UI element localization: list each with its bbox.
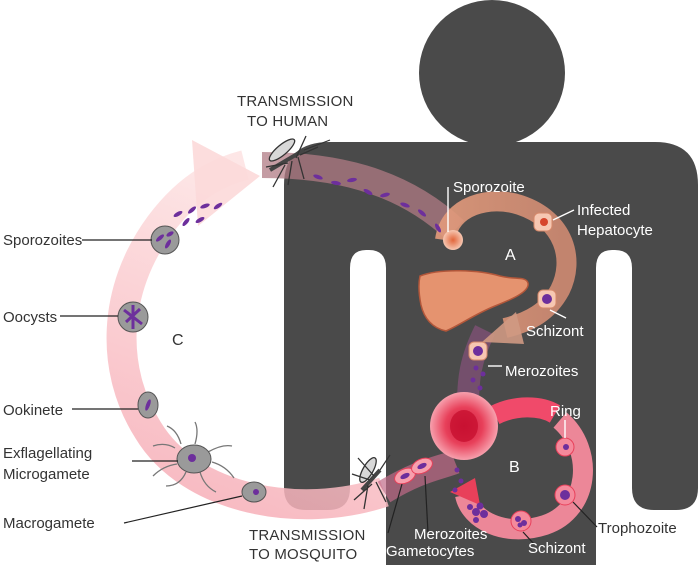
exflagellating-label-line1: Exflagellating: [3, 445, 92, 462]
macrogamete-label: Macrogamete: [3, 515, 95, 532]
ookinete-label: Ookinete: [3, 402, 63, 419]
ring-label: Ring: [550, 403, 581, 420]
trophozoite-label: Trophozoite: [598, 520, 677, 537]
gametocytes-label: Gametocytes: [386, 543, 474, 560]
sporozoite-dashes: [313, 174, 442, 233]
sporozoite-label: Sporozoite: [453, 179, 525, 196]
ookinete-cell: [137, 391, 159, 419]
blood-merozoites-cluster: [467, 502, 488, 523]
sporozoites-label: Sporozoites: [3, 232, 82, 249]
transmission-human-label-line2: TO HUMAN: [247, 113, 328, 130]
gametocyte-cells: [394, 457, 433, 485]
liver-merozoites-label: Merozoites: [505, 363, 578, 380]
free-merozoites: [452, 467, 464, 493]
blood-cycle: [450, 397, 593, 540]
infected-hepatocyte-label-line2: Hepatocyte: [577, 222, 653, 239]
blood-merozoites-label: Merozoites: [414, 526, 487, 543]
liver-icon: [418, 270, 529, 332]
transmission-human-label-line1: TRANSMISSION: [237, 93, 354, 110]
mosquito-icon: [265, 135, 331, 188]
hepatic-cycle: [435, 191, 577, 344]
oocysts-label: Oocysts: [3, 309, 57, 326]
ring-stage-cell: [555, 437, 575, 457]
liver-schizont-cell: [537, 289, 557, 309]
salivary-sporozoites: [173, 202, 223, 227]
trophozoite-cell: [554, 484, 576, 506]
mosquito-icon: [351, 454, 391, 510]
exflagellating-microgamete-cell: [152, 421, 235, 493]
blood-schizont-label: Schizont: [528, 540, 586, 557]
liver-schizont-label: Schizont: [526, 323, 584, 340]
sporozoite-oocyst-cell: [150, 225, 180, 255]
leader-lines: [60, 187, 598, 545]
infected-hepatocyte-label-line1: Infected: [577, 202, 630, 219]
zone-a-label: A: [505, 247, 516, 264]
zone-c-label: C: [172, 332, 184, 349]
blood-schizont-cell: [510, 510, 532, 532]
sporozoite-trail: [261, 152, 464, 240]
liver-sporozoite-cell: [443, 230, 463, 250]
exflagellating-label-line2: Microgamete: [3, 466, 90, 483]
zone-b-label: B: [509, 459, 520, 476]
infected-hepatocyte-cell: [533, 212, 553, 232]
transmission-mosquito-label-line2: TO MOSQUITO: [249, 546, 357, 563]
macrogamete-cell: [241, 481, 267, 503]
oocyst-cell: [117, 301, 149, 333]
liver-merozoites-cell: [468, 341, 488, 391]
transmission-mosquito-label-line1: TRANSMISSION: [249, 527, 366, 544]
